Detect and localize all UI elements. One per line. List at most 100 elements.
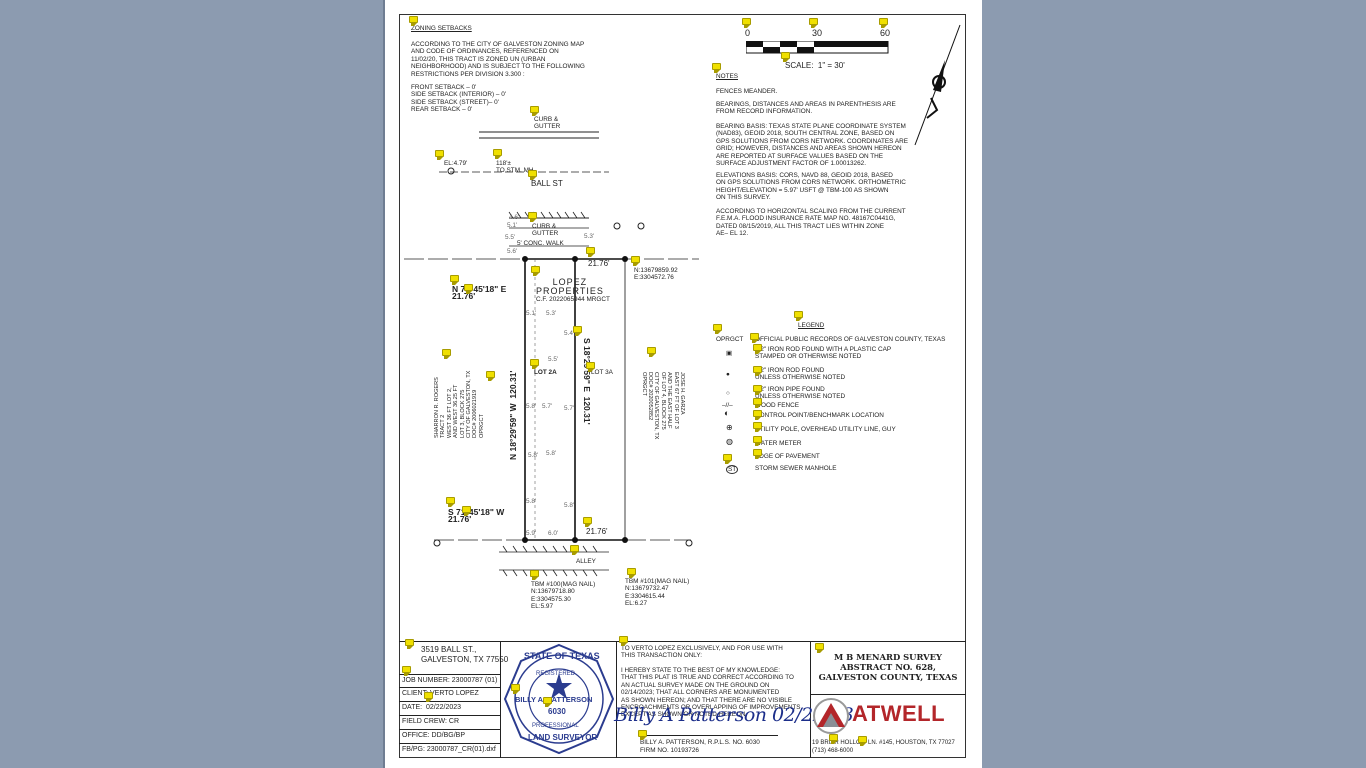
elev-spot: 5.3': [584, 233, 595, 240]
comment-note-icon[interactable]: [402, 666, 411, 676]
comment-note-icon[interactable]: [753, 449, 762, 459]
legend-symbol: OPRGCT: [716, 336, 744, 343]
elev-spot: 4.6': [509, 214, 520, 221]
comment-note-icon[interactable]: [879, 18, 888, 28]
comment-note-icon[interactable]: [530, 106, 539, 116]
legend-symbol: ⊕: [726, 423, 733, 432]
comment-note-icon[interactable]: [750, 333, 759, 343]
north-arrow-icon: [914, 24, 961, 146]
legend-symbol: ○: [726, 390, 730, 397]
comment-note-icon[interactable]: [753, 366, 762, 376]
row-rule: [399, 687, 500, 688]
legend-item: 1/2" IRON PIPE FOUND UNLESS OTHERWISE NO…: [755, 386, 846, 401]
comment-note-icon[interactable]: [858, 736, 867, 746]
comment-note-icon[interactable]: [493, 149, 502, 159]
office-initials: OFFICE: DD/BG/BP: [402, 732, 466, 739]
ball-st-label: BALL ST: [531, 179, 563, 188]
seal-number: 6030: [548, 707, 566, 716]
comment-note-icon[interactable]: [409, 16, 418, 26]
note-4: ELEVATIONS BASIS: CORS, NAVD 88, GEOID 2…: [716, 172, 906, 202]
viewer-left-edge: [383, 0, 385, 768]
comment-note-icon[interactable]: [753, 398, 762, 408]
row-rule: [399, 701, 500, 702]
comment-note-icon[interactable]: [464, 284, 473, 294]
comment-note-icon[interactable]: [511, 684, 520, 694]
comment-note-icon[interactable]: [829, 734, 838, 744]
comment-note-icon[interactable]: [583, 517, 592, 527]
document-page[interactable]: [385, 0, 982, 768]
legend-symbol: –//–: [722, 402, 733, 409]
surveyor-name-license: BILLY A. PATTERSON, R.P.L.S. NO. 6030 FI…: [640, 739, 760, 754]
legend-title: LEGEND: [798, 322, 825, 329]
comment-note-icon[interactable]: [781, 52, 790, 62]
comment-note-icon[interactable]: [815, 643, 824, 653]
seal-name: BILLY A. PATTERSON: [515, 695, 593, 704]
scale-tick-0: 0: [745, 28, 751, 38]
company-address: 19 BRIAR HOLLOW LN. #145, HOUSTON, TX 77…: [812, 740, 955, 754]
zoning-body: ACCORDING TO THE CITY OF GALVESTON ZONIN…: [411, 41, 585, 78]
comment-note-icon[interactable]: [570, 545, 579, 555]
seal-land-surveyor: LAND SURVEYOR: [528, 733, 598, 742]
comment-note-icon[interactable]: [442, 349, 451, 359]
zoning-title: ZONING SETBACKS: [411, 25, 472, 32]
elev-spot: 5.1': [526, 310, 537, 317]
comment-note-icon[interactable]: [543, 697, 552, 707]
comment-note-icon[interactable]: [435, 150, 444, 160]
titleblock-divider: [500, 641, 501, 758]
comment-note-icon[interactable]: [753, 410, 762, 420]
legend-item: 1/2" IRON ROD FOUND WITH A PLASTIC CAP S…: [755, 346, 892, 361]
comment-note-icon[interactable]: [627, 568, 636, 578]
alley-label: ALLEY: [576, 558, 596, 565]
conc-walk-label: 5' CONC. WALK: [517, 240, 564, 247]
seal-state: STATE OF TEXAS: [524, 651, 600, 661]
comment-note-icon[interactable]: [424, 692, 433, 702]
field-crew: FIELD CREW: CR: [402, 718, 460, 725]
comment-note-icon[interactable]: [809, 18, 818, 28]
elev-spot: 5.8': [564, 502, 575, 509]
curb-gutter-label-top: CURB & GUTTER: [534, 116, 561, 131]
elev-spot: 6.0': [548, 530, 559, 537]
legend-item: EDGE OF PAVEMENT: [755, 453, 820, 460]
comment-note-icon[interactable]: [723, 454, 732, 464]
comment-note-icon[interactable]: [742, 18, 751, 28]
comment-note-icon[interactable]: [530, 570, 539, 580]
elev-spot: 5.8': [546, 450, 557, 457]
comment-note-icon[interactable]: [528, 212, 537, 222]
job-number: JOB NUMBER: 23000787 (01): [402, 677, 498, 684]
atwell-logo-icon: [813, 698, 849, 734]
comment-note-icon[interactable]: [486, 371, 495, 381]
comment-note-icon[interactable]: [619, 636, 628, 646]
comment-note-icon[interactable]: [450, 275, 459, 285]
comment-note-icon[interactable]: [753, 422, 762, 432]
tbm100-label: TBM #100(MAG NAIL) N:13679718.80 E:33045…: [531, 581, 596, 611]
comment-note-icon[interactable]: [586, 362, 595, 372]
comment-note-icon[interactable]: [712, 63, 721, 73]
lot-3a-label: LOT 3A: [591, 369, 613, 376]
comment-note-icon[interactable]: [638, 730, 647, 740]
comment-note-icon[interactable]: [753, 436, 762, 446]
comment-note-icon[interactable]: [713, 324, 722, 334]
comment-note-icon[interactable]: [794, 311, 803, 321]
comment-note-icon[interactable]: [446, 497, 455, 507]
elevation-479: EL:4.79': [444, 160, 468, 167]
comment-note-icon[interactable]: [753, 385, 762, 395]
comment-note-icon[interactable]: [462, 506, 471, 516]
scale-tick-30: 30: [812, 28, 823, 38]
comment-note-icon[interactable]: [753, 344, 762, 354]
zoning-setbacks: FRONT SETBACK – 0' SIDE SETBACK (INTERIO…: [411, 84, 506, 114]
note-2: BEARINGS, DISTANCES AND AREAS IN PARENTH…: [716, 101, 896, 116]
comment-note-icon[interactable]: [647, 347, 656, 357]
comment-note-icon[interactable]: [631, 256, 640, 266]
curb-gutter-label-lower: CURB & GUTTER: [532, 223, 559, 238]
comment-note-icon[interactable]: [405, 639, 414, 649]
notes-title: NOTES: [716, 73, 739, 80]
comment-note-icon[interactable]: [573, 326, 582, 336]
comment-note-icon[interactable]: [528, 170, 537, 180]
legend-item: 1/2" IRON ROD FOUND UNLESS OTHERWISE NOT…: [755, 367, 846, 382]
elev-spot: 5.8': [526, 403, 537, 410]
comment-note-icon[interactable]: [530, 359, 539, 369]
comment-note-icon[interactable]: [586, 247, 595, 257]
legend-symbol: ▣: [726, 350, 733, 357]
comment-note-icon[interactable]: [531, 266, 540, 276]
scale-label: SCALE: 1" = 30': [785, 61, 845, 70]
